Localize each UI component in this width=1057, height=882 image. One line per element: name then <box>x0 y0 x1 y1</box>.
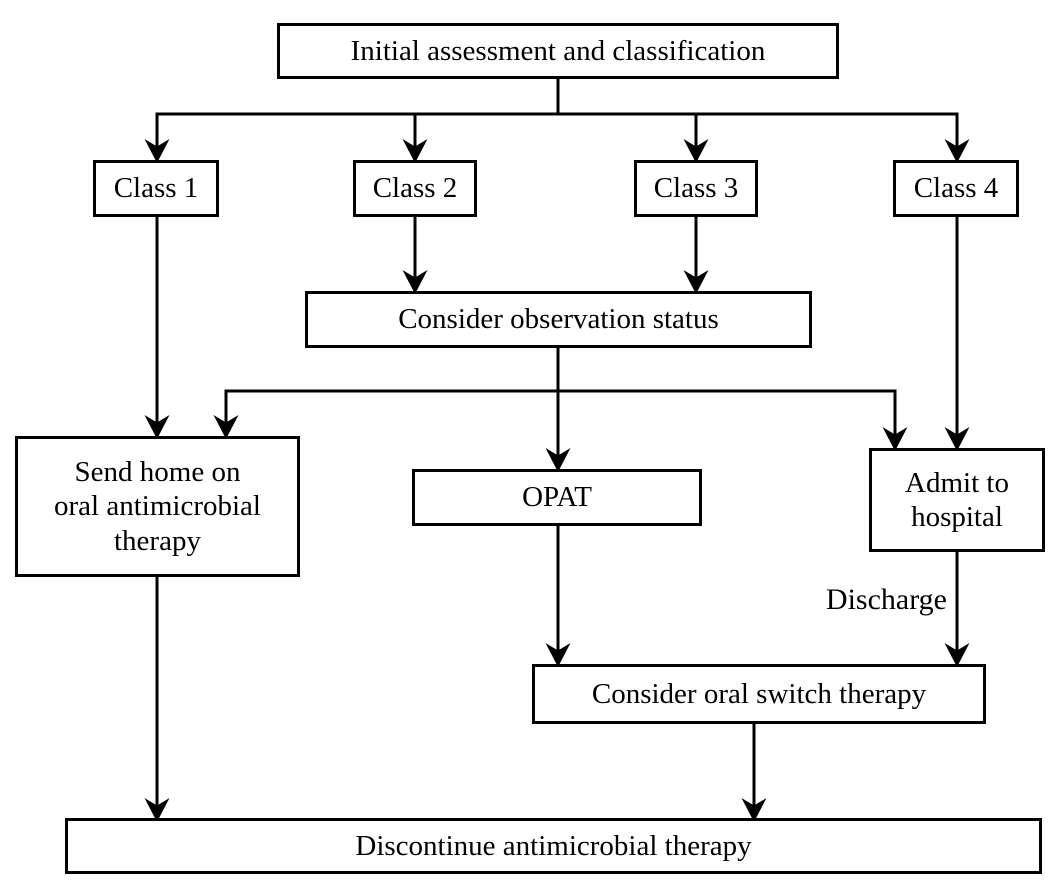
node-class-4: Class 4 <box>893 160 1019 217</box>
node-label: Class 1 <box>113 172 199 205</box>
node-label: Discontinue antimicrobial therapy <box>355 829 752 862</box>
node-initial-assessment: Initial assessment and classification <box>277 23 839 79</box>
node-consider-oral-switch-therapy: Consider oral switch therapy <box>532 664 986 724</box>
node-label: Class 4 <box>913 172 999 205</box>
node-admit-to-hospital: Admit to hospital <box>869 448 1045 552</box>
node-send-home-oral-therapy: Send home on oral antimicrobial therapy <box>15 436 300 577</box>
node-label: Class 2 <box>372 172 458 205</box>
node-label: Initial assessment and classification <box>350 34 766 67</box>
node-label: Consider oral switch therapy <box>591 677 927 710</box>
node-label: OPAT <box>522 481 592 514</box>
node-consider-observation-status: Consider observation status <box>305 291 812 348</box>
node-class-1: Class 1 <box>93 160 219 217</box>
node-label: Send home on oral antimicrobial therapy <box>54 456 261 557</box>
node-class-2: Class 2 <box>353 160 477 217</box>
node-label: Admit to hospital <box>905 466 1009 533</box>
node-label: Consider observation status <box>398 303 719 336</box>
node-discontinue-therapy: Discontinue antimicrobial therapy <box>65 818 1042 874</box>
node-opat: OPAT <box>412 469 702 526</box>
edge-label-discharge: Discharge <box>825 583 947 616</box>
node-class-3: Class 3 <box>634 160 758 217</box>
node-label: Class 3 <box>653 172 739 205</box>
